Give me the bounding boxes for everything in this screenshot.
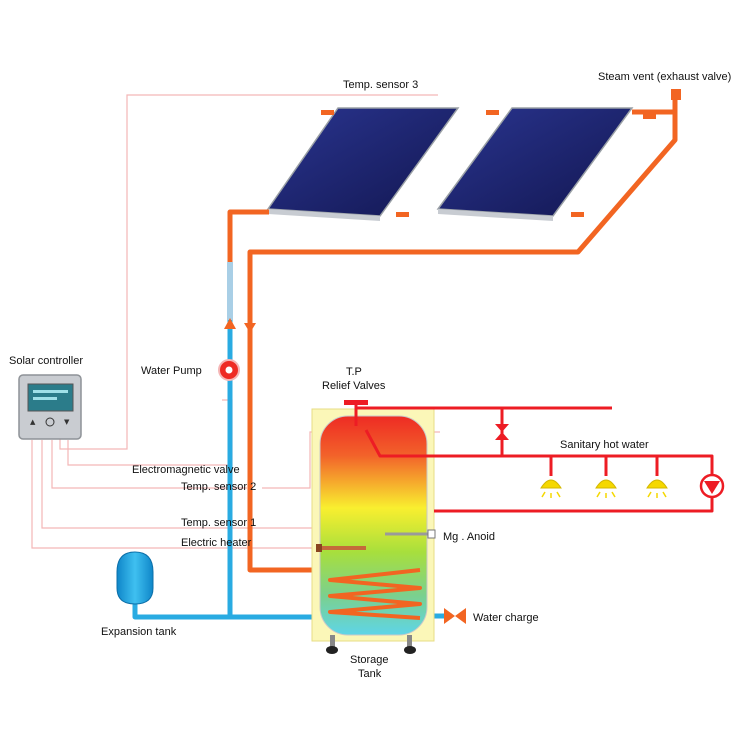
valve-left	[444, 608, 455, 624]
expansion-tank-icon	[116, 551, 154, 605]
pipe-flow-arrow-up	[224, 318, 236, 329]
circulation-pump-arrow	[704, 481, 720, 494]
sensor-marker	[643, 114, 656, 119]
lamp-icon	[646, 479, 668, 498]
sanitary-outlet-lamp	[595, 479, 617, 489]
solar-panel-1	[266, 107, 460, 217]
lamp-ray	[556, 491, 561, 498]
electric-heater-tip	[316, 544, 322, 552]
lamp-icon	[595, 479, 617, 498]
lamp-ray	[541, 491, 546, 498]
bypass-valve-top	[495, 424, 509, 432]
pipe-flow-arrow-down	[244, 323, 256, 333]
label-electric-heater: Electric heater	[181, 537, 252, 549]
label-storage-tank-2: Tank	[358, 668, 382, 680]
solar-panel-2-frame	[438, 209, 553, 221]
sensor-marker	[396, 212, 409, 217]
pump-icon	[218, 359, 240, 381]
screen-line	[33, 397, 57, 400]
valve-icon	[495, 424, 509, 440]
label-temp-sensor-2: Temp. sensor 2	[181, 481, 256, 493]
screen-line	[33, 390, 68, 393]
sanitary-outlet-lamp	[646, 479, 668, 489]
valve-right	[455, 608, 466, 624]
label-temp-sensor-1: Temp. sensor 1	[181, 517, 256, 529]
controller-power-button[interactable]	[45, 417, 55, 427]
circulation-pump-icon	[699, 473, 725, 499]
tank-leg	[407, 635, 412, 647]
controller-down-button[interactable]: ▼	[64, 418, 70, 426]
pipe-collector-outlet	[227, 209, 269, 262]
mg-anode-cap	[427, 529, 436, 539]
wire-electric-heater	[31, 440, 320, 549]
sensor-marker	[571, 212, 584, 217]
tank-leg	[330, 635, 335, 647]
tank-foot	[404, 646, 416, 654]
wire-electromagnetic-valve	[67, 399, 233, 466]
label-sanitary-hot-water: Sanitary hot water	[560, 439, 649, 451]
sensor-marker	[321, 110, 334, 115]
label-water-pump: Water Pump	[141, 365, 202, 377]
solar-panel-2	[436, 107, 634, 217]
wire-temp-sensor-1	[41, 440, 320, 529]
pipe-hot-water-out	[364, 429, 714, 513]
bypass-valve-bottom	[495, 432, 509, 440]
panel-sensor-markers	[321, 110, 656, 217]
label-steam-vent: Steam vent (exhaust valve)	[598, 71, 731, 83]
controller-icon: ▲ ▼	[18, 374, 82, 440]
electric-heater	[316, 546, 366, 550]
heat-exchanger-coil	[328, 568, 422, 620]
sensor-marker	[486, 110, 499, 115]
label-water-charge: Water charge	[473, 612, 539, 624]
label-tp-relief-2: Relief Valves	[322, 380, 386, 392]
solar-panel-1-frame	[268, 209, 380, 221]
sensor-wires	[31, 94, 440, 549]
storage-tank	[311, 408, 436, 654]
lamp-icon	[540, 479, 562, 498]
water-pump-core	[225, 366, 233, 374]
label-storage-tank-1: Storage	[350, 654, 389, 666]
expansion-tank	[116, 551, 154, 605]
label-tp-relief-1: T.P	[346, 366, 362, 378]
label-solar-controller: Solar controller	[9, 355, 83, 367]
tp-relief-valve-icon	[344, 400, 368, 405]
controller-up-button[interactable]: ▲	[30, 418, 36, 426]
lamp-ray	[611, 491, 616, 498]
label-electromagnetic-valve: Electromagnetic valve	[132, 464, 240, 476]
label-mg-anode: Mg . Anoid	[443, 531, 495, 543]
water-charge-valve-icon	[444, 608, 466, 624]
sanitary-outlet-lamp	[540, 479, 562, 489]
solar-panel-icon	[266, 107, 460, 221]
solar-panel-icon	[436, 107, 634, 221]
label-temp-sensor-3: Temp. sensor 3	[343, 79, 418, 91]
label-expansion-tank: Expansion tank	[101, 626, 177, 638]
lamp-ray	[662, 491, 667, 498]
lamp-ray	[647, 491, 652, 498]
tank-foot	[326, 646, 338, 654]
hot-water-pipes	[354, 404, 714, 513]
lamp-ray	[596, 491, 601, 498]
pipe-expansion-tank	[132, 600, 230, 620]
steam-vent-icon	[671, 89, 681, 100]
wire-temp-sensor-2	[51, 440, 247, 489]
